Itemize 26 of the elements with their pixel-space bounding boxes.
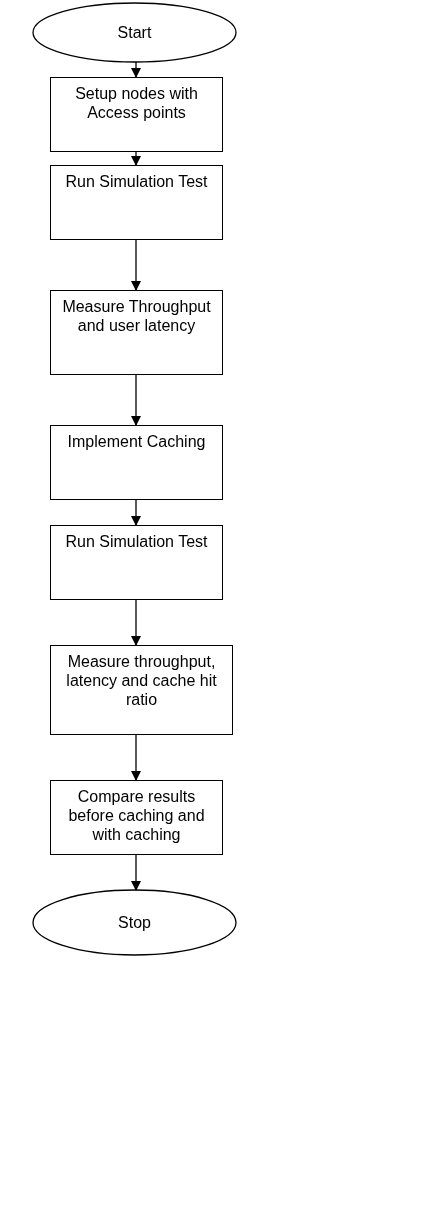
terminator-label: Start [117,23,152,42]
step-label: Setup nodes with Access points [74,84,199,122]
arrow [131,599,141,646]
step-label: Implement Caching [67,432,206,451]
process-box [50,165,223,240]
arrow [131,374,141,426]
step-label: Run Simulation Test [65,532,208,551]
process-box [50,780,223,855]
arrow [131,734,141,781]
process-box [50,525,223,600]
arrow [131,499,141,526]
process-box [50,77,223,152]
step-label: Measure throughput, latency and cache hit ratio [65,652,218,709]
terminator-oval [32,889,237,956]
process-box [50,645,233,735]
step-label: Measure Throughput and user latency [61,297,212,335]
process-box [50,290,223,375]
step-label: Run Simulation Test [65,172,208,191]
terminator-oval [32,2,237,63]
arrow [131,151,141,166]
process-box [50,425,223,500]
arrow [131,854,141,891]
step-label: Compare results before caching and with caching [67,787,206,844]
arrow [131,239,141,291]
arrow [131,61,141,78]
terminator-label: Stop [118,913,151,932]
